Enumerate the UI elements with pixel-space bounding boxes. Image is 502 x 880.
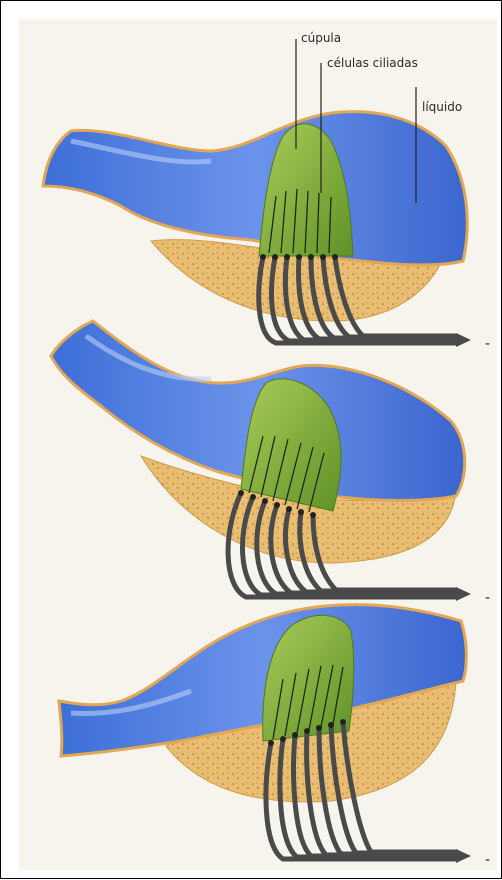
canal-body [43, 112, 467, 265]
arrow-head [456, 333, 471, 347]
label-celulas-ciliadas: células ciliadas [327, 56, 418, 70]
arrow-head [456, 587, 471, 601]
panel-1-resting: - cúpula células ciliadas líquido [43, 31, 490, 352]
panel-3-mark: - [485, 852, 490, 868]
panel-3-deflected: - [59, 605, 490, 868]
label-cupula: cúpula [301, 31, 341, 45]
panel-1-mark: - [485, 336, 490, 352]
label-liquido: líquido [422, 100, 462, 114]
arrow-head [456, 849, 471, 863]
panel-2-mark: - [485, 590, 490, 606]
panel-2-deflected: - [51, 321, 490, 606]
